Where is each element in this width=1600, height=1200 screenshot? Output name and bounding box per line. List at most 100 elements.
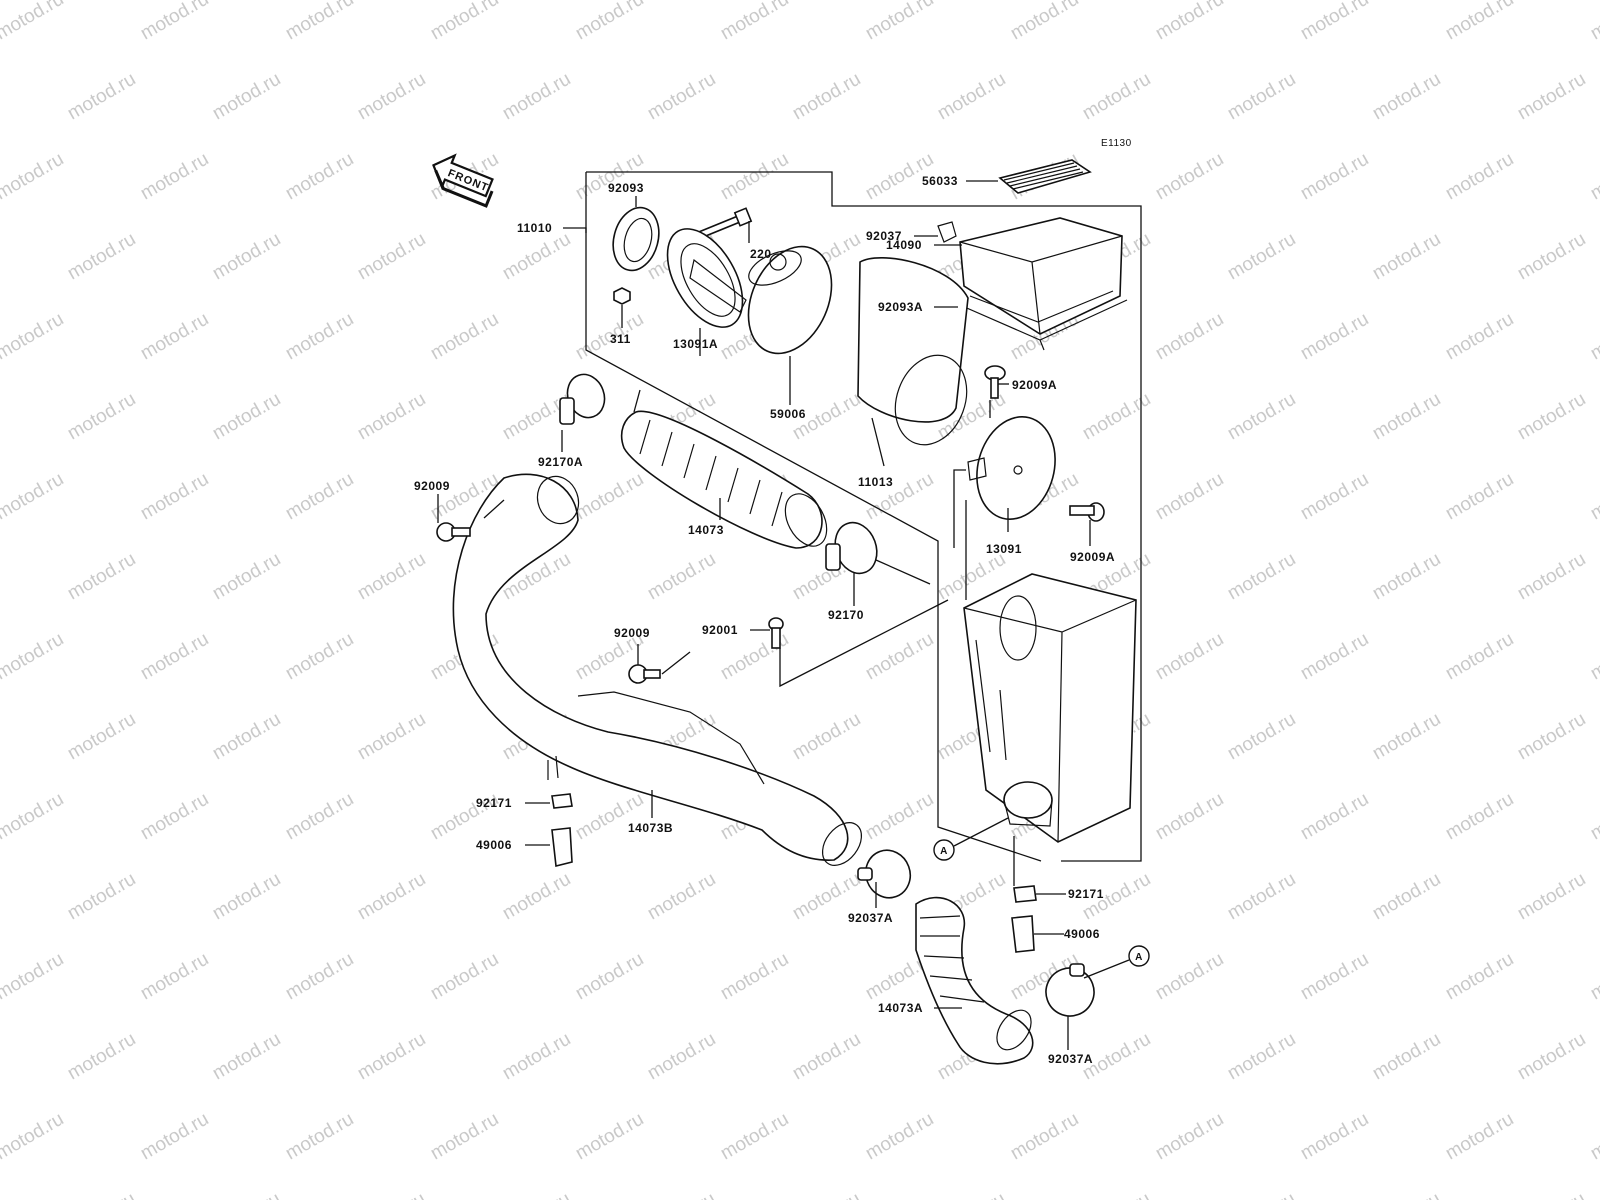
watermark-text: motod.ru [1587, 949, 1600, 1005]
watermark-text: motod.ru [862, 629, 937, 685]
plug-49006-left-part [551, 827, 573, 867]
watermark-text: motod.ru [1514, 229, 1589, 285]
clamp-92171-right-part [1013, 885, 1037, 903]
part-label: 92009 [614, 626, 650, 640]
watermark-text: motod.ru [644, 1189, 719, 1200]
bolt-92009a-top-part [984, 365, 1006, 399]
watermark-text: motod.ru [862, 789, 937, 845]
bolt-92009a-bottom-part [1069, 502, 1105, 522]
part-label: 92009A [1012, 378, 1057, 392]
watermark-text: motod.ru [64, 69, 139, 125]
watermark-text: motod.ru [1152, 789, 1227, 845]
watermark-text: motod.ru [1224, 549, 1299, 605]
air-box-body-part [963, 573, 1137, 843]
watermark-text: motod.ru [64, 709, 139, 765]
part-label: 59006 [770, 407, 806, 421]
watermark-text: motod.ru [1297, 1109, 1372, 1165]
watermark-text: motod.ru [1079, 389, 1154, 445]
watermark-text: motod.ru [427, 0, 502, 44]
watermark-text: motod.ru [1369, 709, 1444, 765]
watermark-text: motod.ru [1587, 789, 1600, 845]
watermark-text: motod.ru [209, 69, 284, 125]
nut-part [613, 287, 631, 305]
part-label: 92170A [538, 455, 583, 469]
watermark-text: motod.ru [354, 1189, 429, 1200]
watermark-text: motod.ru [64, 1029, 139, 1085]
lower-duct-part [915, 896, 1034, 1065]
intake-duct-part [620, 410, 828, 549]
watermark-text: motod.ru [1442, 949, 1517, 1005]
watermark-text: motod.ru [354, 69, 429, 125]
part-label: 13091A [673, 337, 718, 351]
part-label: 11013 [858, 475, 893, 489]
watermark-text: motod.ru [1514, 389, 1589, 445]
part-label: 14073A [878, 1001, 923, 1015]
part-label: 92009A [1070, 550, 1115, 564]
part-label: 49006 [1064, 927, 1100, 941]
watermark-text: motod.ru [1587, 309, 1600, 365]
part-label: 92171 [1068, 887, 1104, 901]
watermark-text: motod.ru [1079, 1189, 1154, 1200]
watermark-text: motod.ru [209, 1189, 284, 1200]
outer-filter-part [857, 256, 969, 446]
watermark-text: motod.ru [1152, 309, 1227, 365]
part-label: 92037 [866, 229, 902, 243]
watermark-text: motod.ru [1224, 389, 1299, 445]
watermark-text: motod.ru [137, 629, 212, 685]
filter-element-part [747, 245, 833, 355]
watermark-text: motod.ru [64, 1189, 139, 1200]
bolt-92001-part [768, 617, 784, 649]
watermark-text: motod.ru [717, 1109, 792, 1165]
watermark-text: motod.ru [282, 949, 357, 1005]
watermark-text: motod.ru [354, 549, 429, 605]
watermark-text: motod.ru [1297, 629, 1372, 685]
watermark-text: motod.ru [209, 389, 284, 445]
watermark-text: motod.ru [1152, 469, 1227, 525]
watermark-text: motod.ru [282, 469, 357, 525]
watermark-text: motod.ru [354, 229, 429, 285]
clip-part [937, 221, 957, 243]
watermark-text: motod.ru [1297, 309, 1372, 365]
watermark-text: motod.ru [499, 69, 574, 125]
watermark-text: motod.ru [1007, 0, 1082, 44]
watermark-text: motod.ru [354, 709, 429, 765]
watermark-text: motod.ru [64, 229, 139, 285]
front-arrow-icon: FRONT [432, 153, 494, 208]
watermark-text: motod.ru [1514, 709, 1589, 765]
watermark-text: motod.ru [644, 869, 719, 925]
part-label: 311 [610, 332, 631, 346]
watermark-text: motod.ru [644, 549, 719, 605]
watermark-text: motod.ru [1369, 1029, 1444, 1085]
watermark-text: motod.ru [0, 1109, 67, 1165]
watermark-text: motod.ru [282, 1109, 357, 1165]
filter-holder-part [666, 228, 747, 328]
watermark-text: motod.ru [1587, 0, 1600, 44]
svg-text:A: A [940, 846, 948, 857]
watermark-text: motod.ru [137, 789, 212, 845]
watermark-text: motod.ru [1514, 1189, 1589, 1200]
watermark-text: motod.ru [934, 1189, 1009, 1200]
hose-clamp-92170a-part [559, 373, 606, 425]
watermark-text: motod.ru [1442, 629, 1517, 685]
watermark-text: motod.ru [789, 1189, 864, 1200]
part-label: 11010 [517, 221, 552, 235]
watermark-text: motod.ru [0, 789, 67, 845]
assembly-frame [585, 171, 1142, 862]
watermark-text: motod.ru [427, 949, 502, 1005]
sticker-part [998, 159, 1092, 194]
watermark-text: motod.ru [789, 1029, 864, 1085]
watermark-text: motod.ru [64, 869, 139, 925]
watermark-text: motod.ru [1514, 1029, 1589, 1085]
watermark-text: motod.ru [209, 709, 284, 765]
watermark-text: motod.ru [644, 69, 719, 125]
part-label: 92009 [414, 479, 450, 493]
watermark-text: motod.ru [1369, 1189, 1444, 1200]
watermark-text: motod.ru [572, 149, 647, 205]
watermark-text: motod.ru [1224, 709, 1299, 765]
watermark-text: motod.ru [1297, 0, 1372, 44]
part-label: 220 [750, 247, 772, 261]
watermark-text: motod.ru [137, 149, 212, 205]
part-label: 92170 [828, 608, 864, 622]
